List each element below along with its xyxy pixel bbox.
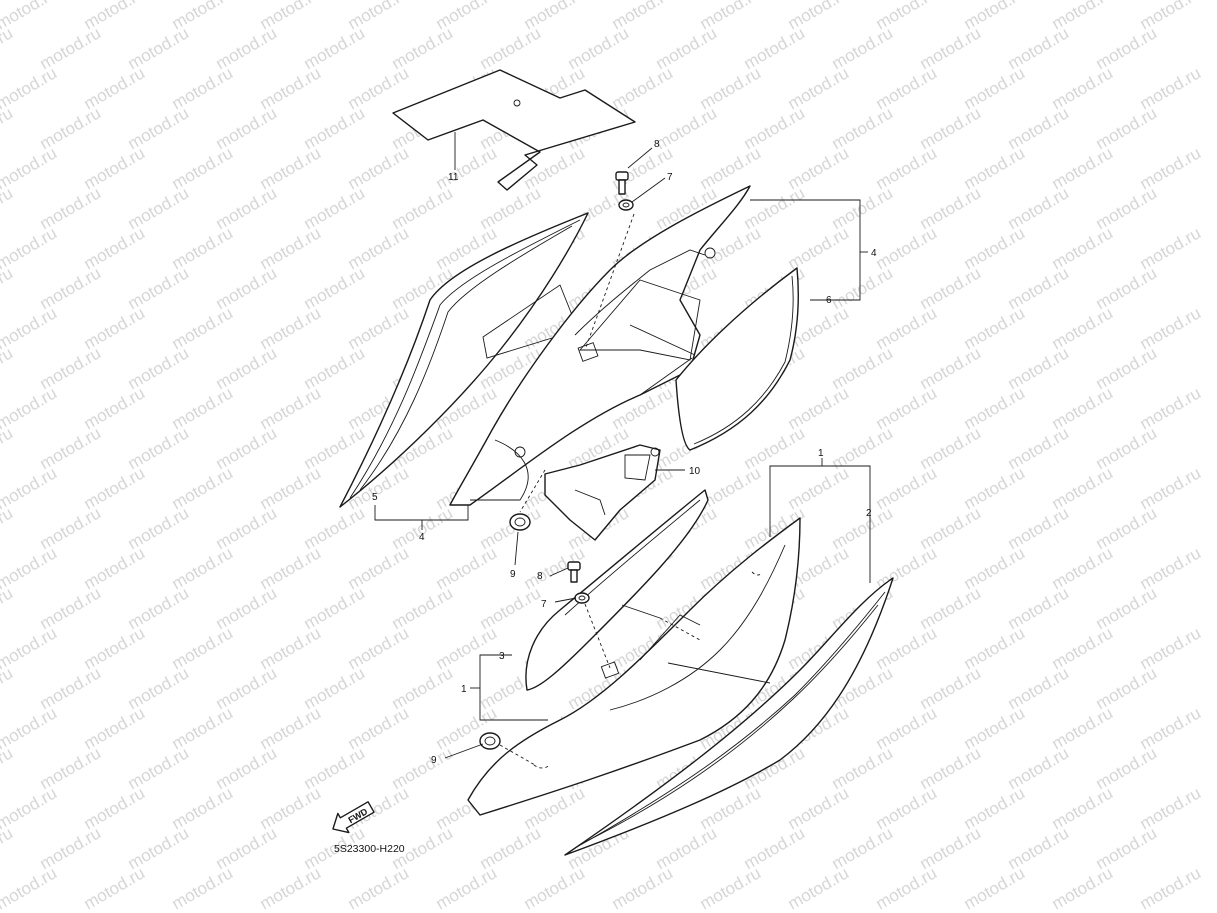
callout-1-lower: 1 [461,684,467,695]
watermark-text: motod.ru [0,23,16,73]
diagram-code: 5S23300-H220 [334,843,405,855]
watermark-text: motod.ru [521,863,589,913]
watermark-text: motod.ru [0,863,60,913]
watermark-text: motod.ru [0,303,60,353]
callout-1-upper: 1 [818,448,824,459]
part-1-lower-cover[interactable] [467,517,801,816]
callout-7-lower: 7 [541,599,547,610]
part-6-side-plate[interactable] [675,267,800,451]
callout-6: 6 [826,295,832,306]
watermark-text: motod.ru [1137,863,1205,913]
callout-4-lower: 4 [419,532,425,543]
bolt-8-upper[interactable] [615,171,634,211]
callout-8-upper: 8 [654,139,660,150]
watermark-text: motod.ru [0,503,16,553]
watermark-text: motod.ru [0,383,60,433]
watermark-text: motod.ru [0,143,60,193]
callout-labels: 11 8 7 4 6 5 4 10 9 1 2 8 7 3 1 9 [372,139,877,766]
callout-5: 5 [372,492,378,503]
watermark-text: motod.ru [0,703,60,753]
watermark-text: motod.ru [0,103,16,153]
callout-8-lower: 8 [537,571,543,582]
grommet-9-upper[interactable] [509,513,531,531]
leader-lines [374,147,871,766]
callout-4-upper: 4 [871,248,877,259]
watermark-text: motod.ru [169,863,237,913]
watermark-text: motod.ru [697,863,765,913]
watermark-text: motod.ru [0,223,60,273]
watermark-text: motod.ru [0,663,16,713]
watermark-text: motod.ru [0,543,60,593]
callout-11: 11 [448,172,459,183]
bolt-8-lower[interactable] [567,561,590,604]
callout-9-upper: 9 [510,569,516,580]
part-5-left-strip[interactable] [339,212,589,508]
part-2-lower-strip[interactable] [564,577,894,856]
watermark-text: motod.ru [0,823,16,873]
part-11-sheet[interactable] [392,69,636,191]
watermark-text: motod.ru [0,263,16,313]
part-4-upper-panel[interactable] [449,185,751,506]
watermark-text: motod.ru [961,863,1029,913]
watermark-text: motod.ru [257,863,325,913]
callout-2: 2 [866,508,872,519]
watermark-text: motod.ru [0,743,16,793]
grommet-9-lower[interactable] [479,732,501,750]
watermark-text: motod.ru [609,863,677,913]
watermark-text: motod.ru [0,183,16,233]
watermark-text: motod.ru [1049,863,1117,913]
watermark-text: motod.ru [0,63,60,113]
fwd-arrow-icon: FWD [332,801,375,834]
callout-7-upper: 7 [667,172,673,183]
watermark-text: motod.ru [433,863,501,913]
part-10-bracket[interactable] [544,444,661,541]
watermark-text: motod.ru [0,583,16,633]
watermark-text: motod.ru [81,863,149,913]
callout-9-lower: 9 [431,755,437,766]
watermark-text: motod.ru [0,623,60,673]
watermark-text: motod.ru [873,863,941,913]
watermark-text: motod.ru [0,783,60,833]
watermark-text: motod.ru [0,463,60,513]
watermark-text: motod.ru [0,343,16,393]
watermark-text: motod.ru [785,863,853,913]
watermark-text: motod.ru [345,863,413,913]
callout-3: 3 [499,651,505,662]
callout-10: 10 [689,466,701,477]
watermark-text: motod.ru [0,423,16,473]
